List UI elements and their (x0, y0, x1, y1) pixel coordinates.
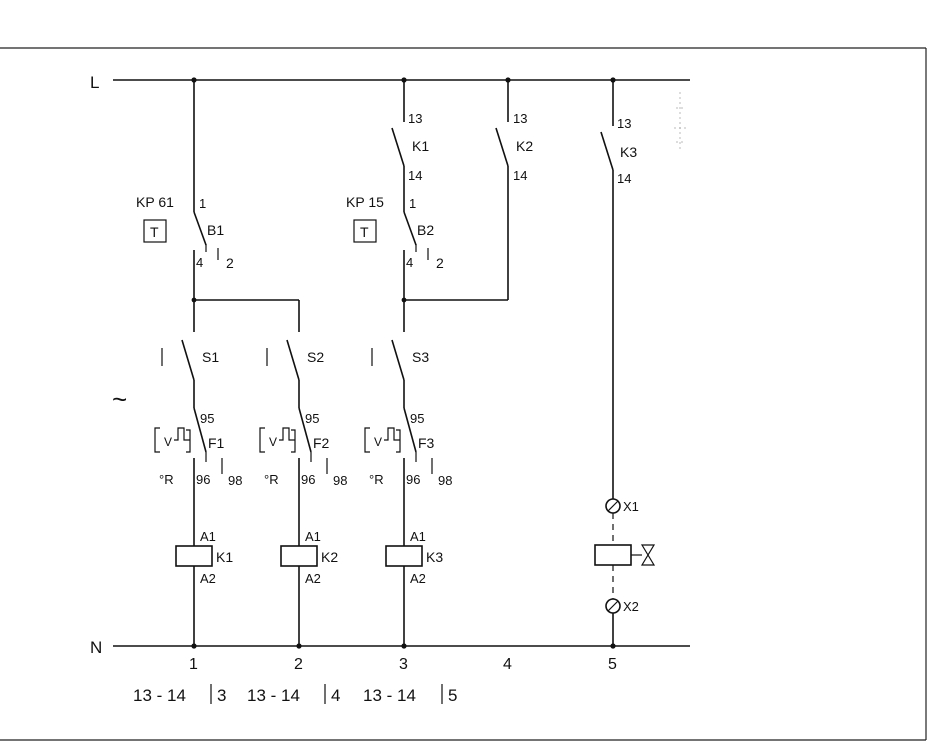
cross-ref-c2-label: 13 - 14 (247, 686, 300, 705)
overloads-2-v-label: V (374, 435, 382, 449)
pressure-switches-1-no-label: 2 (436, 255, 444, 271)
switch-s2: S2 (266, 348, 324, 366)
aux-contacts-1-top-label: 13 (513, 111, 527, 126)
switch-s1: S1 (161, 348, 219, 366)
overloads-0-nc-label: 96 (196, 472, 210, 487)
switch-s3: S3 (371, 348, 429, 366)
pressure-switches-0-nc-label: 4 (196, 255, 203, 270)
overloads-1-reset-label: °R (264, 472, 279, 487)
pressure-switch-b2: KP 15 T 1 B2 4 2 (346, 194, 444, 271)
column-2-wiring (280, 339, 328, 646)
ac-symbol: ~ (112, 384, 127, 414)
cross-ref-r1-label: 3 (217, 686, 226, 705)
aux-contacts-2-bottom-label: 14 (617, 171, 631, 186)
frame (0, 47, 927, 741)
column-numbers: 1 2 3 4 5 (189, 656, 617, 673)
columns-1-label: 2 (294, 656, 303, 673)
b1-temp-symbol: T (150, 224, 159, 240)
b2-temp-symbol: T (360, 224, 369, 240)
column-5-wiring (594, 80, 688, 646)
rail-label-l: L (90, 73, 99, 92)
cross-ref-r2-label: 4 (331, 686, 340, 705)
junction-dots-mid (191, 297, 407, 303)
aux-contact-k3: 13 K3 14 (617, 116, 637, 186)
columns-0-label: 1 (189, 656, 198, 673)
rail-label-n: N (90, 638, 102, 657)
overloads-1-top-label: 95 (305, 411, 319, 426)
cross-ref-c3-label: 13 - 14 (363, 686, 416, 705)
overloads-0-tag-label: F1 (208, 435, 225, 451)
cross-reference: 13 - 14 3 13 - 14 4 13 - 14 5 (133, 684, 457, 705)
aux-contacts-2-top-label: 13 (617, 116, 631, 131)
pressure-switches-0-common-label: 1 (199, 196, 206, 211)
overload-f2: 95 V F2 °R 96 98 (259, 411, 347, 488)
coils-1-tag-label: K2 (321, 549, 338, 565)
b1-model: KP 61 (136, 194, 174, 210)
coils-1-a1-label: A1 (305, 529, 321, 544)
columns-4-label: 5 (608, 656, 617, 673)
coil-k3: A1 K3 A2 (410, 529, 443, 586)
coil-k2: A1 K2 A2 (305, 529, 338, 586)
coils-2-tag-label: K3 (426, 549, 443, 565)
aux-contacts-1-bottom-label: 14 (513, 168, 527, 183)
pressure-switches-0-no-label: 2 (226, 255, 234, 271)
valve-x2-label: X2 (623, 599, 639, 614)
switches-2-tag-label: S3 (412, 349, 429, 365)
coils-0-a1-label: A1 (200, 529, 216, 544)
aux-contacts-2-tag-label: K3 (620, 144, 637, 160)
overloads-1-nc-label: 96 (301, 472, 315, 487)
pressure-switches-1-nc-label: 4 (406, 255, 413, 270)
aux-contacts-0-bottom-label: 14 (408, 168, 422, 183)
columns-2-label: 3 (399, 656, 408, 673)
overloads-2-nc-label: 96 (406, 472, 420, 487)
switches-1-tag-label: S2 (307, 349, 324, 365)
overloads-2-tag-label: F3 (418, 435, 435, 451)
overloads-2-no-label: 98 (438, 473, 452, 488)
overloads-1-v-label: V (269, 435, 277, 449)
cross-ref-c1-label: 13 - 14 (133, 686, 186, 705)
coils-2-a2-label: A2 (410, 571, 426, 586)
overload-f1: 95 V F1 °R 96 98 (154, 411, 242, 488)
column-4-wiring (495, 80, 509, 300)
pressure-switches-1-tag-label: B2 (417, 222, 434, 238)
switches-0-tag-label: S1 (202, 349, 219, 365)
overloads-1-tag-label: F2 (313, 435, 330, 451)
coil-k1: A1 K1 A2 (200, 529, 233, 586)
overloads-2-top-label: 95 (410, 411, 424, 426)
aux-contact-k2: 13 K2 14 (513, 111, 533, 183)
solenoid-valve: X1 X2 (623, 499, 639, 614)
column-3-wiring (385, 80, 508, 646)
coils-0-a2-label: A2 (200, 571, 216, 586)
overloads-0-no-label: 98 (228, 473, 242, 488)
columns-3-label: 4 (503, 656, 512, 673)
overload-f3: 95 V F3 °R 96 98 (364, 411, 452, 488)
aux-contacts-1-tag-label: K2 (516, 138, 533, 154)
cross-ref-r3-label: 5 (448, 686, 457, 705)
coils-2-a1-label: A1 (410, 529, 426, 544)
pressure-switches-0-tag-label: B1 (207, 222, 224, 238)
pressure-switch-b1: KP 61 T 1 B1 4 2 (136, 194, 234, 271)
overloads-0-v-label: V (164, 435, 172, 449)
valve-x1-label: X1 (623, 499, 639, 514)
aux-contact-k1: 13 K1 14 (408, 111, 429, 183)
aux-contacts-0-top-label: 13 (408, 111, 422, 126)
column-1-wiring (175, 80, 300, 646)
overloads-2-reset-label: °R (369, 472, 384, 487)
coils-1-a2-label: A2 (305, 571, 321, 586)
pressure-switches-1-common-label: 1 (409, 196, 416, 211)
overloads-0-reset-label: °R (159, 472, 174, 487)
b2-model: KP 15 (346, 194, 384, 210)
overloads-1-no-label: 98 (333, 473, 347, 488)
overloads-0-top-label: 95 (200, 411, 214, 426)
aux-contacts-0-tag-label: K1 (412, 138, 429, 154)
coils-0-tag-label: K1 (216, 549, 233, 565)
